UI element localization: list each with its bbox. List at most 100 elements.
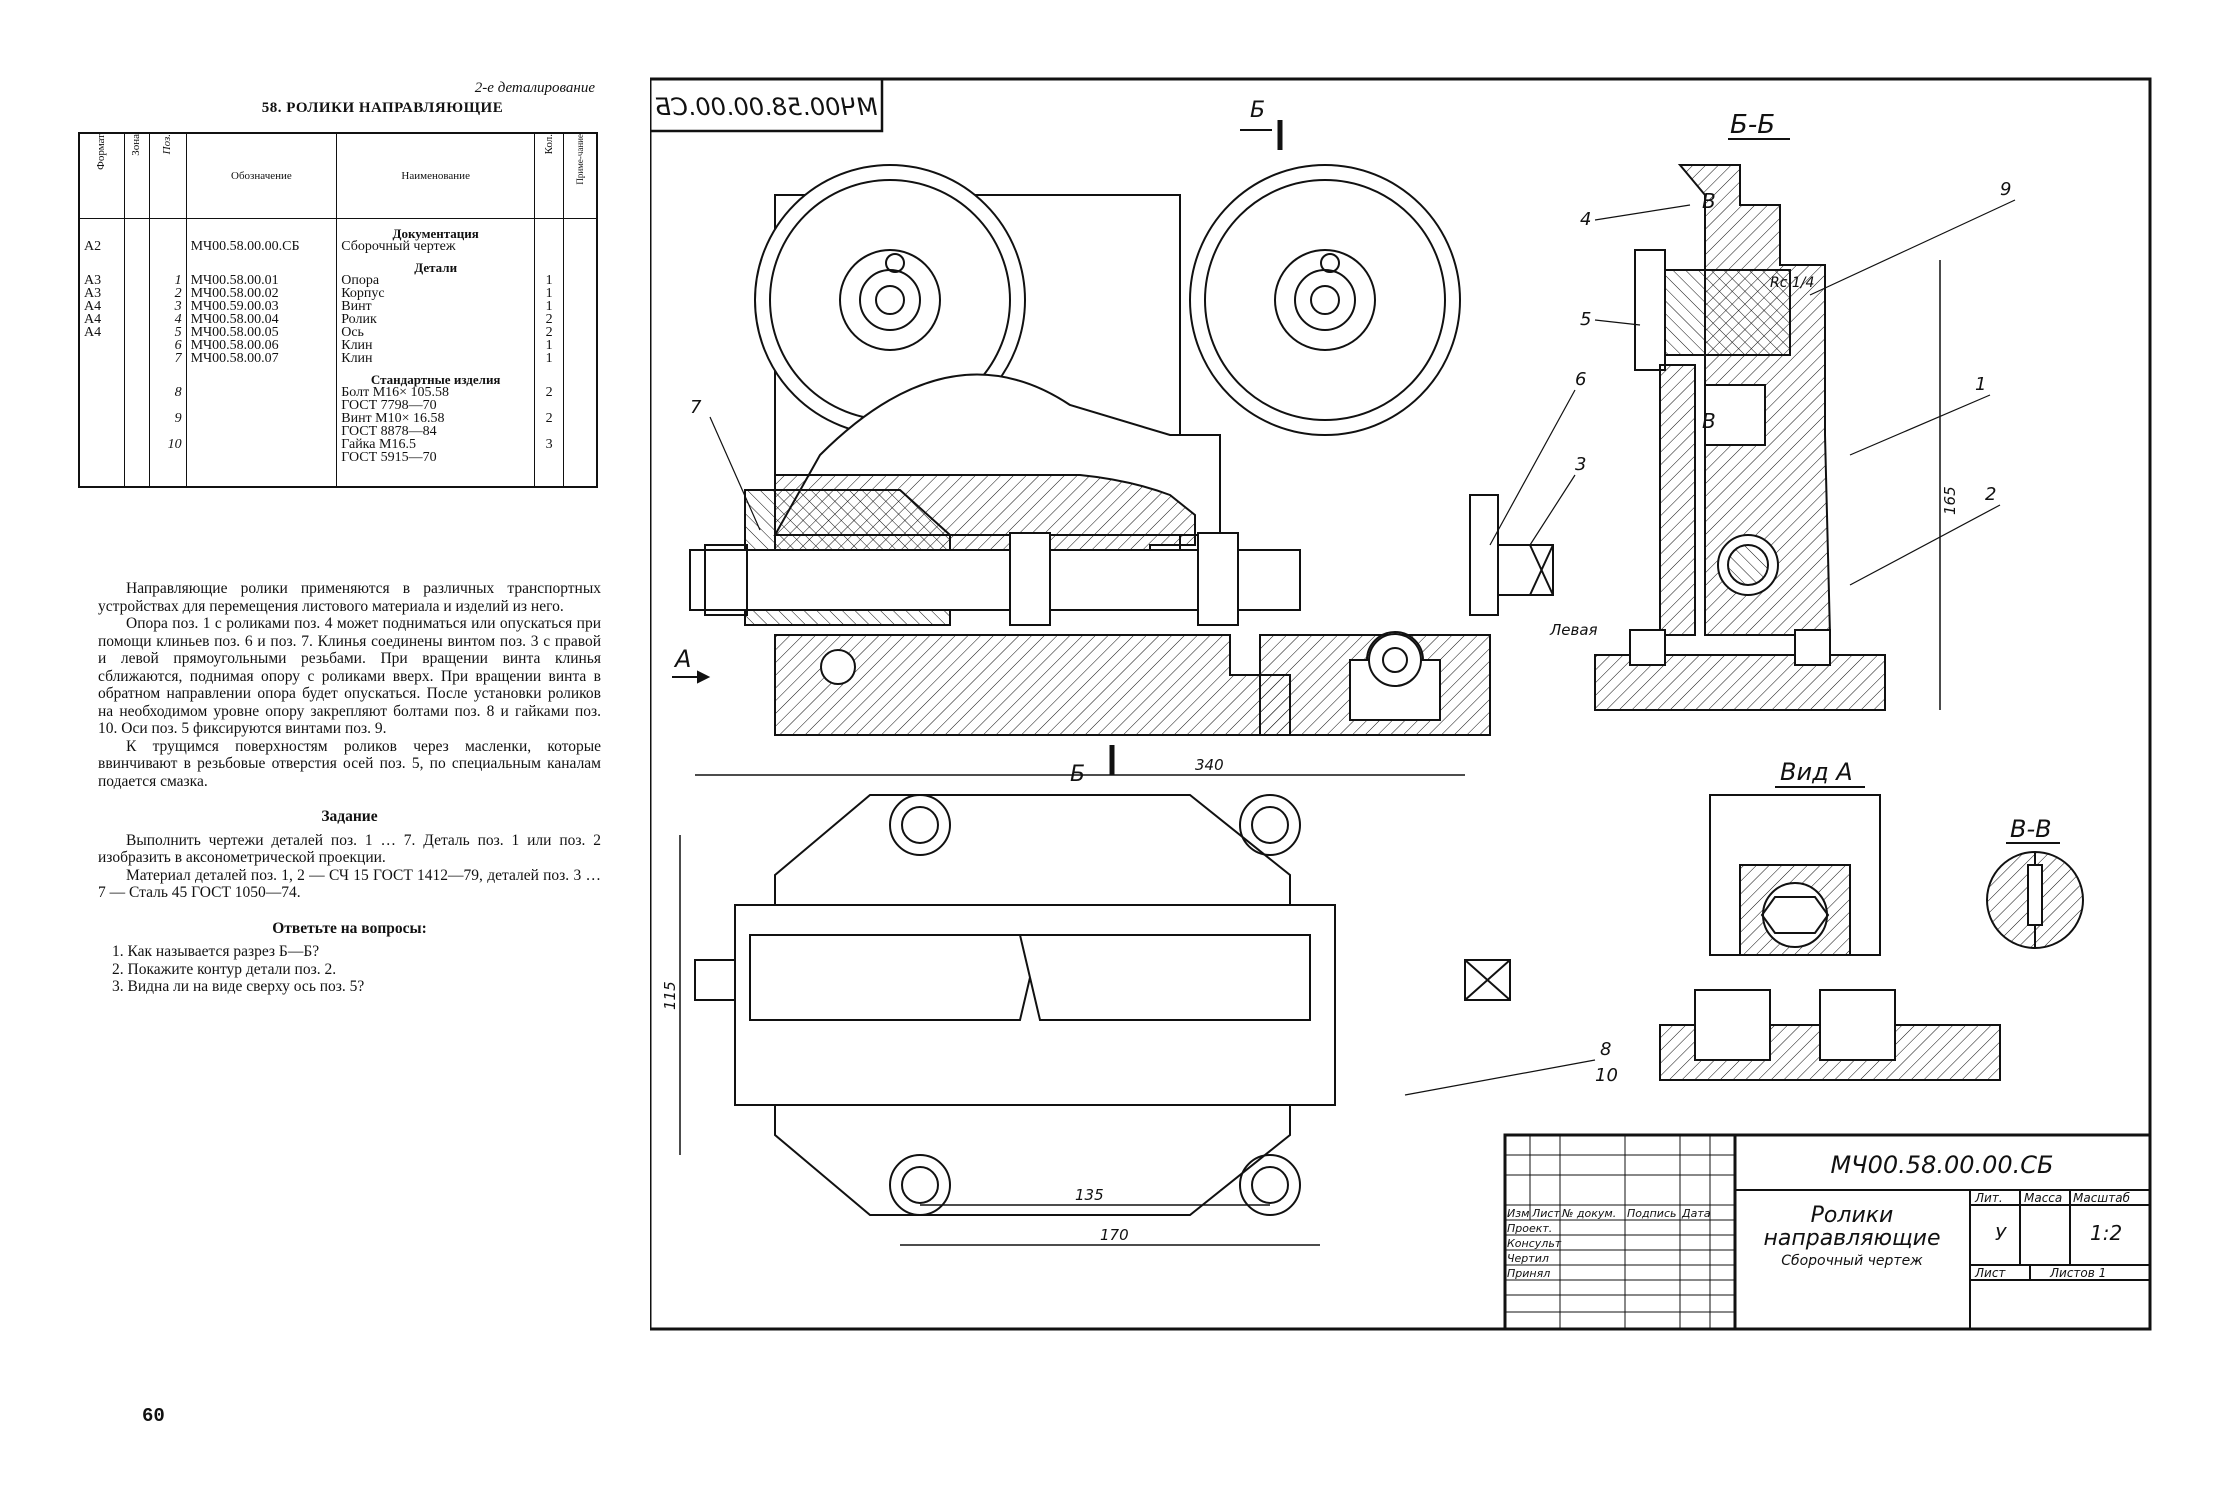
mirrored-code: МЧ00.58.00.00.СБ bbox=[654, 93, 877, 121]
tb-col-list: Лист bbox=[1531, 1207, 1560, 1220]
drawing-frame bbox=[650, 77, 2152, 1331]
tb-row-prinyal: Принял bbox=[1507, 1267, 1550, 1280]
spec-row: ГОСТ 8878—84 bbox=[78, 425, 598, 439]
callout-3: 3 bbox=[1575, 454, 1586, 475]
tb-sheets: Листов 1 bbox=[2049, 1266, 2106, 1280]
question: 3. Видна ли на виде сверху ось поз. 5? bbox=[112, 978, 365, 995]
spec-format bbox=[78, 352, 125, 365]
header-qty: Кол. bbox=[542, 134, 555, 155]
assembly-drawing: МЧ00.58.00.00.СБ bbox=[650, 77, 2152, 1331]
spec-name: ГОСТ 8878—84 bbox=[336, 425, 536, 439]
spec-format: А4 bbox=[78, 326, 125, 340]
cut-label-top: Б bbox=[1250, 98, 1265, 123]
spec-pos: 7 bbox=[148, 352, 187, 366]
section-vv-label: В-В bbox=[2010, 815, 2052, 843]
page-number: 60 bbox=[142, 1405, 165, 1427]
spec-name: ГОСТ 7798—70 bbox=[336, 399, 536, 413]
spec-format bbox=[78, 438, 125, 451]
spec-name: Клин bbox=[336, 352, 536, 366]
spec-code: МЧ00.58.00.05 bbox=[185, 326, 338, 340]
callout-2: 2 bbox=[1985, 484, 1996, 505]
spec-code bbox=[185, 438, 338, 451]
paragraph: Направляющие ролики применяются в различ… bbox=[98, 580, 601, 615]
spec-code: МЧ00.58.00.07 bbox=[185, 352, 338, 366]
spec-format bbox=[78, 451, 125, 464]
spec-pos: 10 bbox=[148, 438, 187, 452]
spec-name: Опора bbox=[336, 274, 536, 288]
spec-code: МЧ00.58.00.06 bbox=[185, 339, 338, 353]
thread-label: Rc 1/4 bbox=[1770, 275, 1814, 291]
section-bb-label: Б-Б bbox=[1730, 110, 1775, 140]
callout-7: 7 bbox=[690, 397, 702, 418]
spec-format bbox=[78, 386, 125, 399]
spec-pos bbox=[148, 451, 187, 464]
spec-code: МЧ00.58.00.01 bbox=[185, 274, 338, 288]
spec-section-title: Стандартные изделия bbox=[336, 365, 536, 386]
tb-name-1: Ролики bbox=[1811, 1203, 1894, 1228]
left-thread-label: Левая bbox=[1549, 621, 1598, 639]
spec-format bbox=[78, 339, 125, 352]
section-vv: В-В bbox=[1986, 815, 2084, 949]
specification-table: Формат Зона Поз. Обозначение Наименовани… bbox=[78, 132, 598, 488]
tb-mass: Масса bbox=[2024, 1191, 2062, 1205]
cut-v-top: В bbox=[1702, 189, 1716, 213]
spec-name: Ролик bbox=[336, 313, 536, 327]
spec-name: Корпус bbox=[336, 287, 536, 301]
spec-qty: 2 bbox=[534, 386, 565, 400]
question: 1. Как называется разрез Б—Б? bbox=[112, 943, 320, 960]
spec-pos bbox=[148, 240, 187, 253]
tb-lit-value: У bbox=[1995, 1224, 2007, 1245]
task-heading: Задание bbox=[321, 808, 378, 825]
dim-170: 170 bbox=[1100, 1226, 1129, 1244]
spec-name: Ось bbox=[336, 326, 536, 340]
section-bb: Б-Б Rc 1/4 В В bbox=[1594, 110, 1886, 711]
spec-row: Документация bbox=[78, 218, 598, 240]
tb-name-2: направляющие bbox=[1763, 1226, 1940, 1251]
view-a-label: Вид А bbox=[1780, 758, 1853, 786]
tb-doc-type: Сборочный чертеж bbox=[1781, 1253, 1923, 1269]
spec-qty: 3 bbox=[534, 438, 565, 452]
mirrored-code-box bbox=[650, 77, 884, 133]
spec-qty bbox=[534, 240, 565, 253]
spec-name: Винт М10× 16.58 bbox=[336, 412, 536, 426]
spec-section-title: Детали bbox=[336, 253, 536, 274]
spec-code: МЧ00.59.00.03 bbox=[185, 300, 338, 314]
description-text: Направляющие ролики применяются в различ… bbox=[98, 580, 601, 996]
view-a: Вид А bbox=[1659, 758, 2001, 1081]
header-note: Приме-чание bbox=[574, 134, 585, 185]
dim-135: 135 bbox=[1075, 1186, 1104, 1204]
task-paragraph: Выполнить чертежи деталей поз. 1 … 7. Де… bbox=[98, 831, 601, 867]
top-view bbox=[694, 794, 1511, 1216]
spec-name: Гайка М16.5 bbox=[336, 438, 536, 452]
paragraph: Опора поз. 1 с роликами поз. 4 может под… bbox=[98, 615, 601, 737]
callout-8: 8 bbox=[1600, 1039, 1611, 1060]
spec-row-filler bbox=[78, 464, 598, 488]
callout-10: 10 bbox=[1595, 1065, 1618, 1086]
callout-9: 9 bbox=[2000, 179, 2011, 200]
spec-code bbox=[185, 386, 338, 399]
tb-col-izm: Изм bbox=[1507, 1207, 1529, 1220]
spec-section-title: Документация bbox=[336, 218, 536, 240]
tb-row-konsult: Консульт bbox=[1507, 1237, 1562, 1250]
spec-pos: 8 bbox=[148, 386, 187, 400]
spec-qty: 1 bbox=[534, 352, 565, 366]
paragraph: К трущимся поверхностям роликов через ма… bbox=[98, 737, 601, 790]
spec-name: ГОСТ 5915—70 bbox=[336, 451, 536, 465]
spec-code bbox=[185, 451, 338, 464]
spec-format: А3 bbox=[78, 287, 125, 301]
tb-scale-value: 1:2 bbox=[2090, 1221, 2122, 1245]
callout-1: 1 bbox=[1975, 374, 1986, 395]
spec-code: МЧ00.58.00.00.СБ bbox=[185, 240, 338, 254]
view-arrow-a: А bbox=[673, 645, 691, 673]
spec-code: МЧ00.58.00.02 bbox=[185, 287, 338, 301]
dim-340: 340 bbox=[1195, 756, 1224, 774]
questions-heading: Ответьте на вопросы: bbox=[272, 919, 427, 937]
spec-row: Детали bbox=[78, 253, 598, 274]
spec-format bbox=[78, 425, 125, 438]
